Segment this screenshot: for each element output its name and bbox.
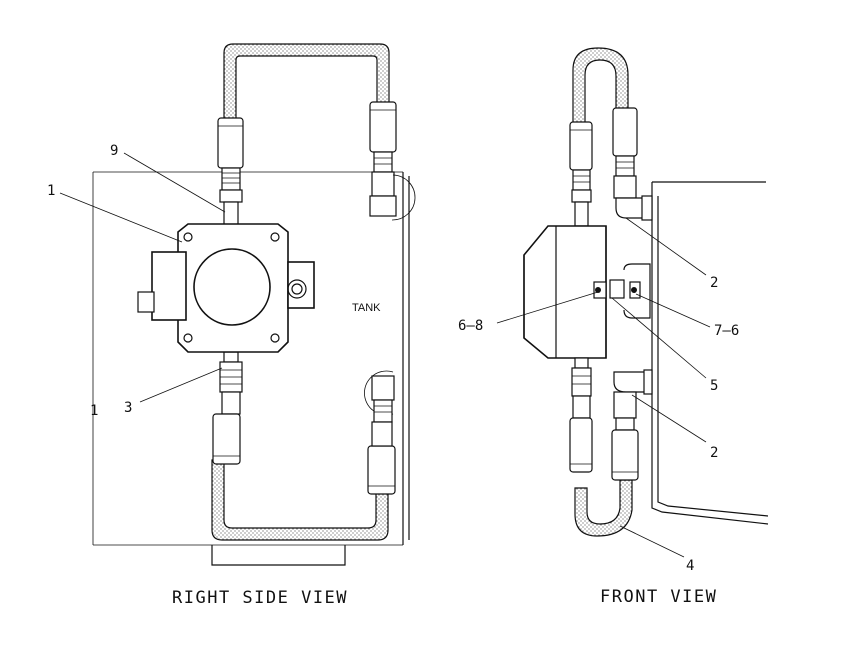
hose-top [223,43,390,121]
front-view-caption: FRONT VIEW [600,587,717,607]
filter-body-side [137,223,315,353]
callout-1-secondary: 1 [90,403,98,419]
front-view: 2 6–8 7–6 5 2 4 FRONT VIEW [458,47,769,607]
callout-front-5-label: 5 [710,378,718,394]
front-fitting-right-bottom [611,369,653,481]
right-side-view: TANK 9 1 3 1 RIGHT SIDE VIEW [47,43,416,608]
fitting-stack-left-top [217,117,244,229]
callout-1-label: 1 [47,183,55,199]
fitting-stack-right-bottom [364,370,396,495]
callout-front-7-6-label: 7–6 [714,323,739,339]
front-fitting-right-top [612,107,653,221]
filter-body-front [523,225,651,359]
callout-front-2a-label: 2 [710,275,718,291]
callout-front-5: 5 [611,297,718,394]
callout-front-2a: 2 [625,217,718,291]
callout-front-6-8: 6–8 [458,291,599,334]
callout-9-label: 9 [110,143,118,159]
callout-9: 9 [110,143,226,213]
callout-front-4: 4 [619,525,694,574]
front-fitting-left-bottom [569,357,593,473]
tank-wall [651,181,769,525]
fitting-stack-right-top [369,101,416,221]
callout-front-6-8-label: 6–8 [458,318,483,334]
fitting-stack-left-bottom [212,351,243,465]
callout-front-7-6: 7–6 [635,293,739,339]
hose-bottom [211,459,389,541]
tank-label: TANK [352,302,381,314]
right-side-view-caption: RIGHT SIDE VIEW [172,588,348,608]
callout-front-4-label: 4 [686,558,694,574]
front-fitting-left-top [569,121,593,227]
callout-1: 1 [47,183,183,243]
callout-3-label: 3 [124,400,132,416]
callout-front-2b-label: 2 [710,445,718,461]
callout-3: 3 [124,367,223,416]
callout-front-2b: 2 [631,394,718,461]
tank-outline [92,171,410,566]
